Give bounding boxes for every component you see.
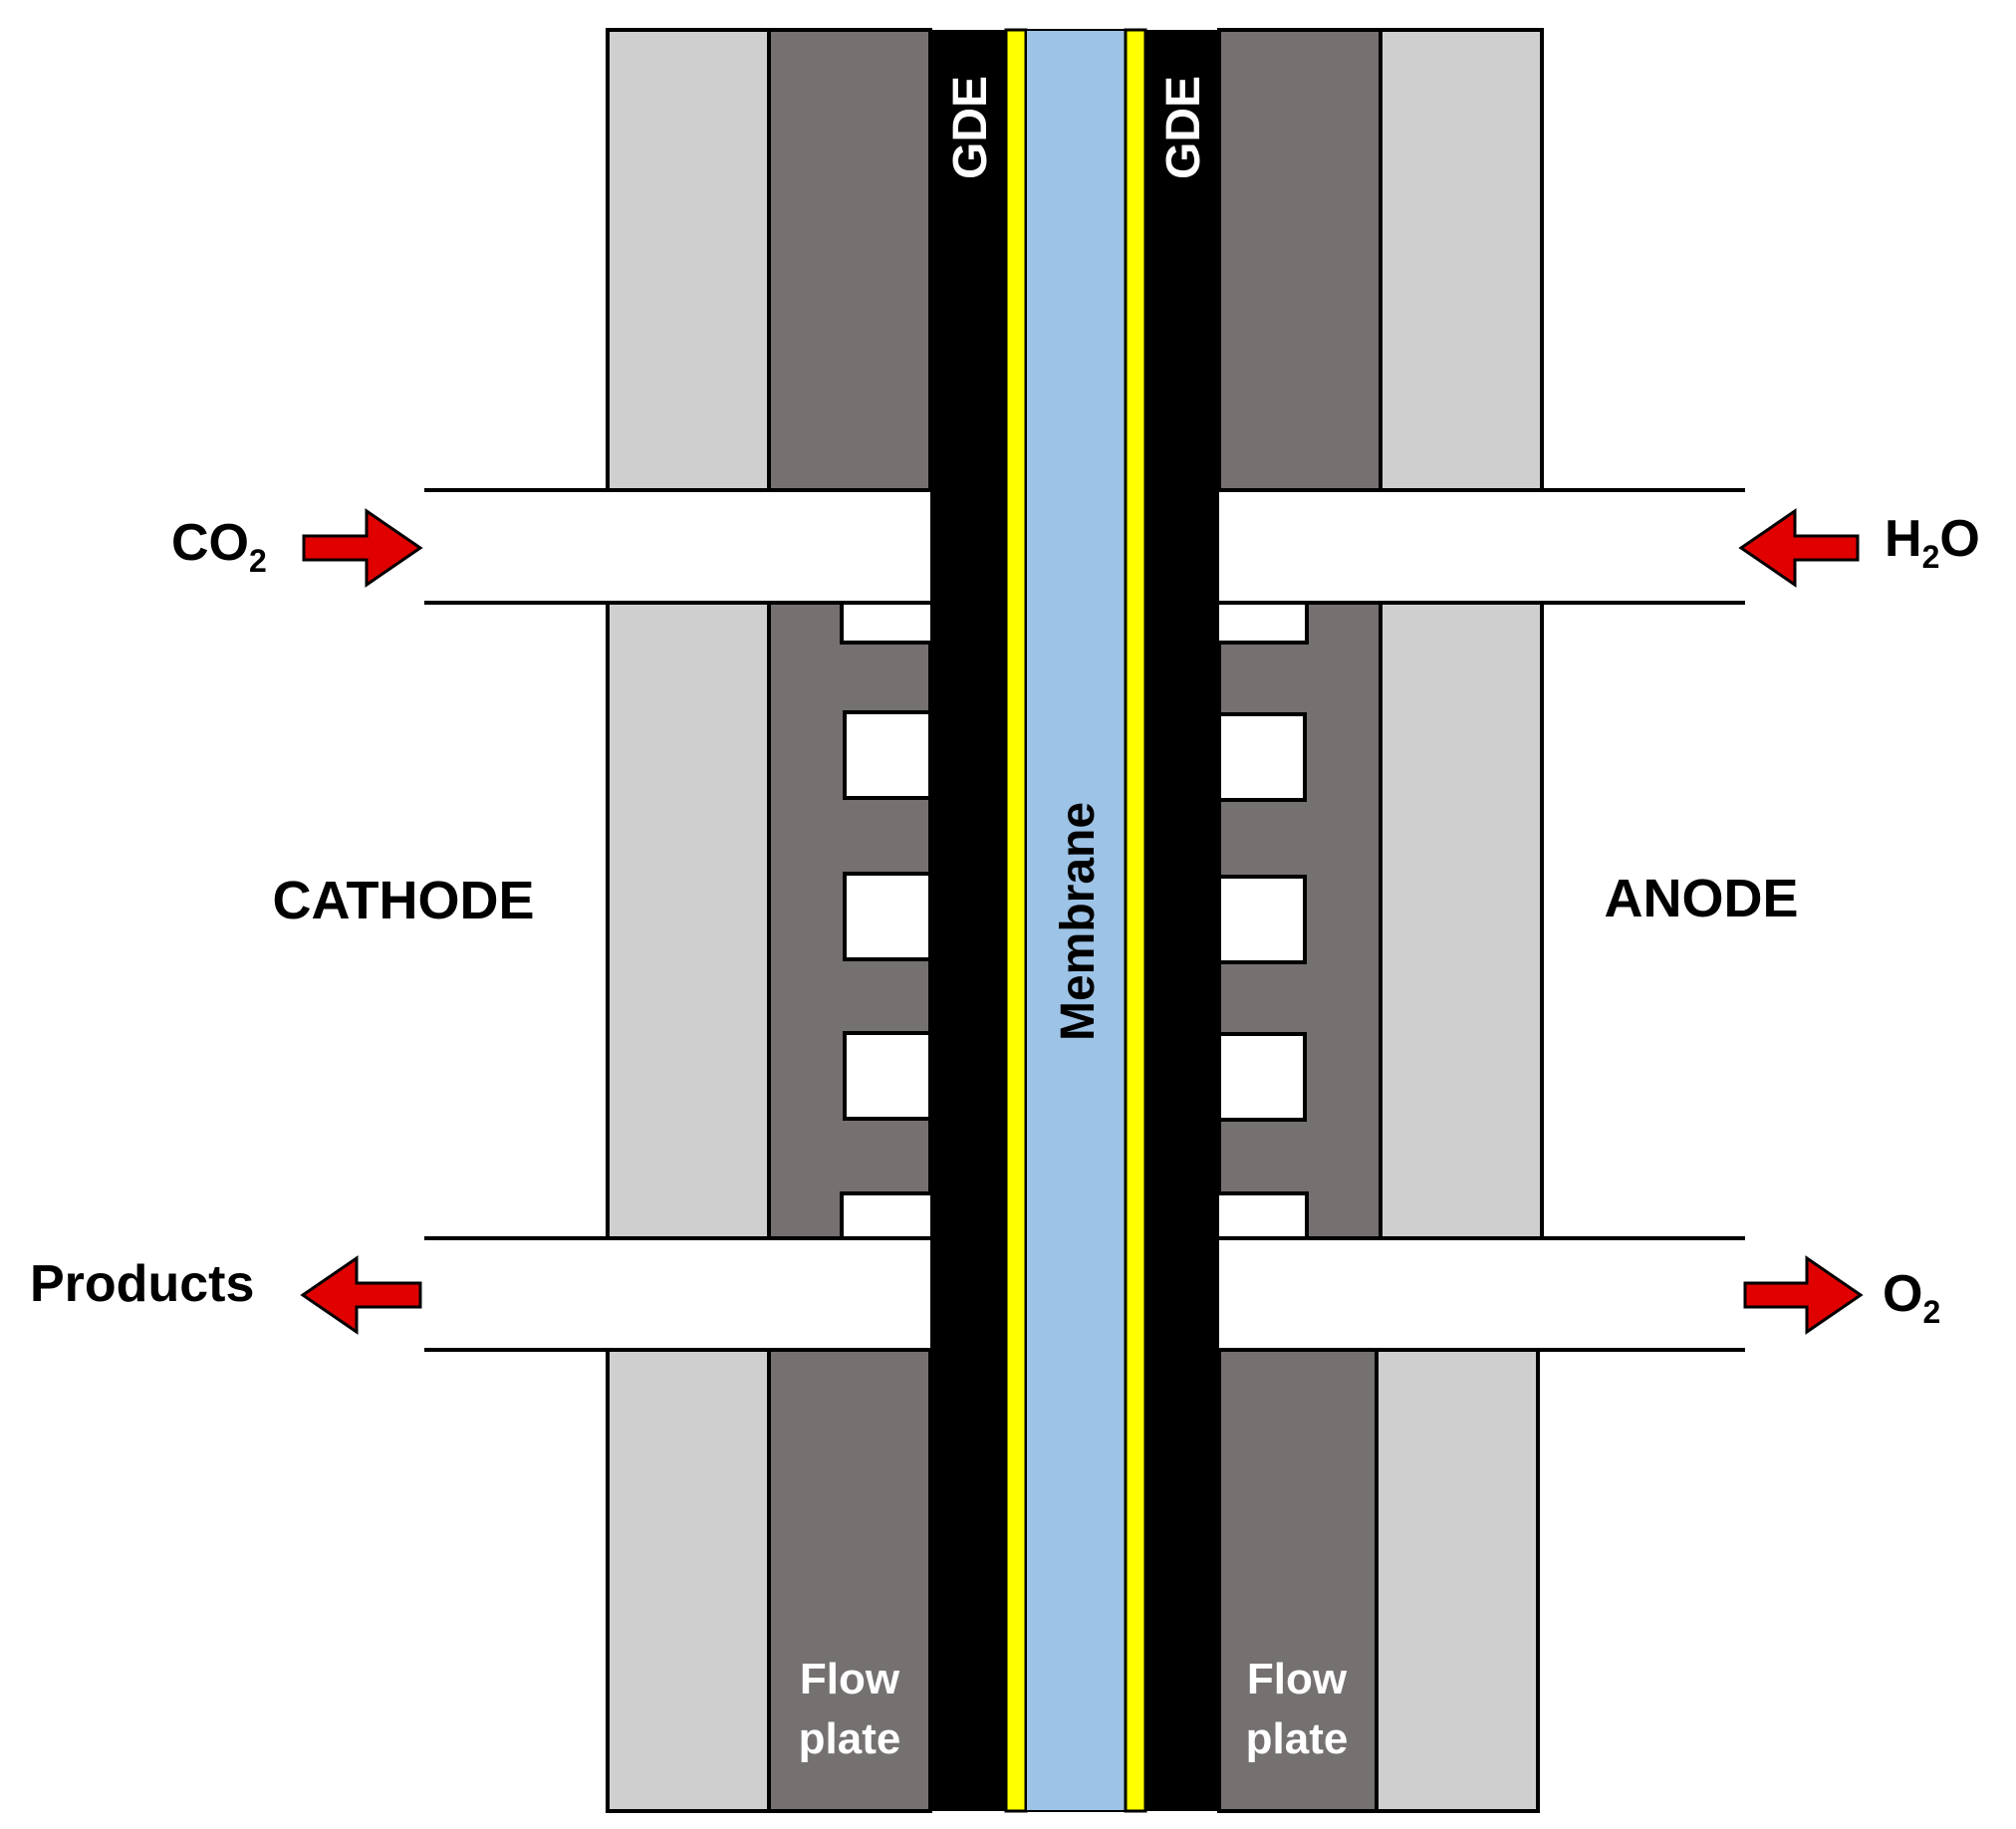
o2-main: O bbox=[1883, 1265, 1922, 1323]
h2o-o: O bbox=[1939, 510, 1979, 568]
cathode-flow-plate-top bbox=[767, 28, 932, 492]
anode-catalyst-layer bbox=[1124, 28, 1147, 1813]
cathode-gde bbox=[930, 30, 1006, 1811]
h2o-subscript: 2 bbox=[1922, 539, 1940, 575]
anode-flow-channel-2 bbox=[1217, 875, 1307, 964]
cathode-end-plate-middle bbox=[606, 601, 771, 1240]
products-label: Products bbox=[30, 1255, 254, 1313]
flow-plate-left-line2: plate bbox=[799, 1714, 901, 1763]
cathode-catalyst-layer bbox=[1004, 28, 1028, 1813]
cathode-flow-plate-bottom bbox=[767, 1348, 932, 1813]
flow-plate-right-line1: Flow bbox=[1247, 1655, 1348, 1703]
h2o-label: H2O bbox=[1885, 510, 1980, 575]
anode-end-plate bbox=[1375, 28, 1544, 1813]
flow-plate-left-line1: Flow bbox=[800, 1655, 900, 1703]
products-arrow-icon bbox=[300, 1255, 422, 1335]
membrane-label: Membrane bbox=[1052, 802, 1105, 1041]
cathode-flow-channel-2 bbox=[843, 872, 932, 961]
anode-flow-plate bbox=[1217, 28, 1383, 1813]
anode-outlet-pipe bbox=[1219, 1236, 1745, 1352]
cathode-end-plate bbox=[606, 28, 771, 1813]
cathode-end-plate-top bbox=[606, 28, 771, 492]
anode-end-plate-middle bbox=[1379, 601, 1544, 1240]
co2-subscript: 2 bbox=[249, 543, 267, 579]
co2-main: CO bbox=[171, 514, 249, 572]
cathode-flow-channel-3 bbox=[843, 1031, 932, 1121]
co2-label: CO2 bbox=[171, 514, 267, 579]
cathode-label: CATHODE bbox=[273, 871, 535, 930]
anode-gde bbox=[1145, 30, 1219, 1811]
cathode-outlet-pipe bbox=[424, 1236, 930, 1352]
flow-plate-right-line2: plate bbox=[1246, 1714, 1349, 1763]
h2o-arrow-icon bbox=[1738, 508, 1860, 588]
cathode-flow-plate bbox=[767, 28, 932, 1813]
cathode-end-plate-bottom bbox=[606, 1348, 771, 1813]
cathode-flow-channel-1 bbox=[843, 710, 932, 800]
h2o-h: H bbox=[1885, 510, 1922, 568]
anode-label: ANODE bbox=[1604, 869, 1798, 928]
anode-flow-plate-top bbox=[1217, 28, 1383, 492]
anode-flow-channel-1 bbox=[1217, 712, 1307, 802]
o2-label: O2 bbox=[1883, 1265, 1940, 1330]
cathode-inlet-pipe bbox=[424, 488, 930, 605]
anode-flow-channel-3 bbox=[1217, 1032, 1307, 1122]
anode-inlet-pipe bbox=[1219, 488, 1745, 605]
o2-subscript: 2 bbox=[1922, 1294, 1940, 1330]
anode-end-plate-top bbox=[1379, 28, 1544, 492]
anode-end-plate-bottom bbox=[1375, 1348, 1540, 1813]
gde-left-label: GDE bbox=[944, 76, 997, 179]
co2-arrow-icon bbox=[302, 508, 423, 588]
membrane bbox=[1025, 29, 1127, 1812]
gde-right-label: GDE bbox=[1157, 76, 1210, 179]
o2-arrow-icon bbox=[1743, 1255, 1864, 1335]
